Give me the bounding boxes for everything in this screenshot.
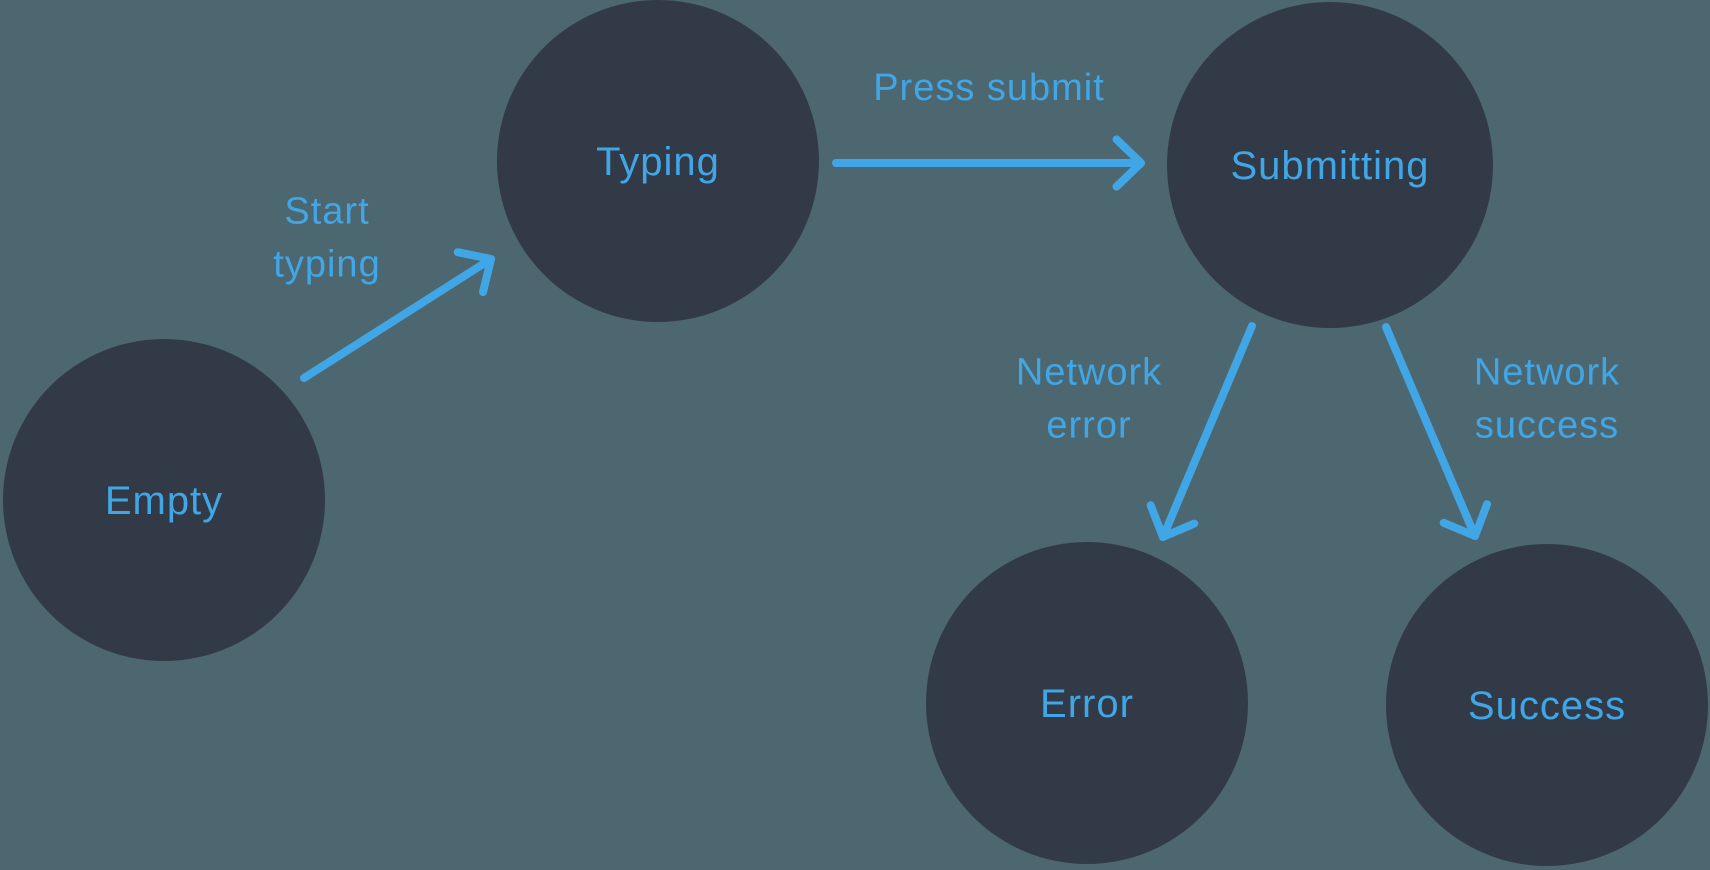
transition-arrow-line-network-error xyxy=(1159,322,1256,541)
state-circle-typing xyxy=(497,0,819,322)
state-label-submitting: Submitting xyxy=(1231,144,1430,188)
state-node-error: Error xyxy=(926,542,1248,864)
state-label-success: Success xyxy=(1468,684,1626,728)
state-circle-error xyxy=(926,542,1248,864)
state-label-error: Error xyxy=(1040,682,1134,726)
transition-arrow-line-network-success xyxy=(1382,323,1479,540)
transition-arrowhead-network-error xyxy=(1146,501,1199,541)
state-circle-empty xyxy=(3,339,325,661)
transition-arrowhead-start-typing xyxy=(453,248,495,297)
state-node-empty: Empty xyxy=(3,339,325,661)
state-node-success: Success xyxy=(1386,544,1708,866)
transition-arrowhead-press-submit xyxy=(1112,135,1145,191)
state-circle-success xyxy=(1386,544,1708,866)
state-node-typing: Typing xyxy=(497,0,819,322)
transition-press-submit: Press submit xyxy=(832,67,1145,191)
state-label-empty: Empty xyxy=(105,479,223,523)
transition-arrowhead-network-success xyxy=(1439,500,1492,540)
state-node-submitting: Submitting xyxy=(1167,2,1493,328)
transition-arrow-line-start-typing xyxy=(300,255,495,382)
state-label-typing: Typing xyxy=(596,140,720,184)
state-circle-submitting xyxy=(1167,2,1493,328)
transition-label-press-submit: Press submit xyxy=(873,67,1105,109)
